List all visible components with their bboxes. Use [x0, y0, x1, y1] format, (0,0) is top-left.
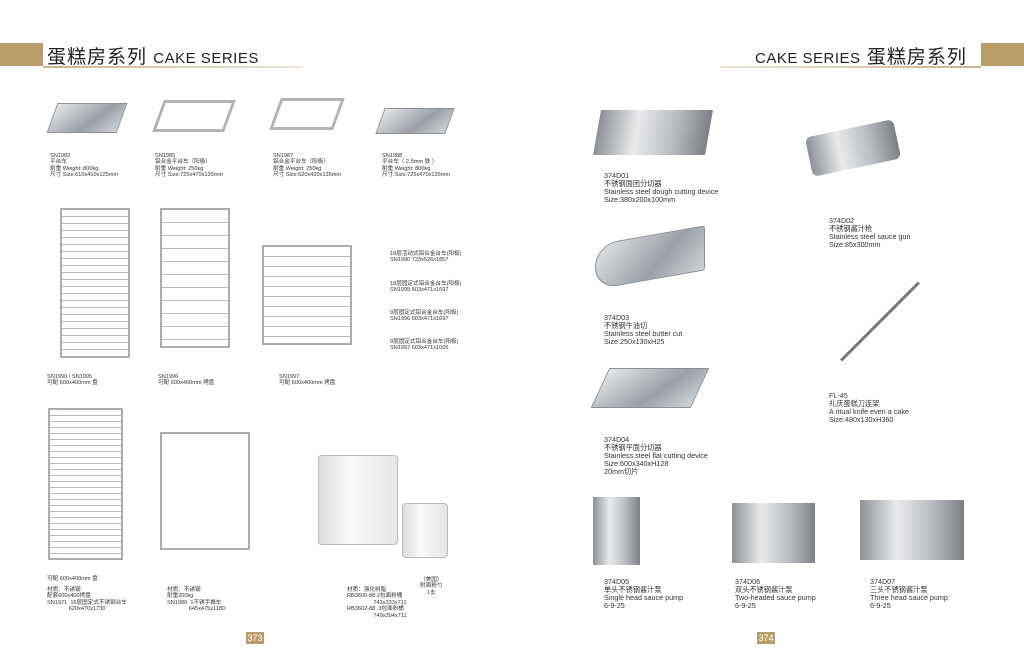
page-number-left: 373: [246, 632, 264, 644]
product-caption-fl45: FL-45 礼庆蛋糕刀连架 A ritual knife even a cake…: [829, 391, 909, 424]
product-image-374d06: [732, 503, 815, 563]
product-caption-374d05: 374D05 单头不锈钢酱汁泵 Single head sauce pump 6…: [604, 577, 684, 610]
product-caption-374d01: 374D01 不锈钢面团分切器 Stainless steel dough cu…: [604, 171, 719, 204]
bottom-caption: 可配 600x400mm 盘: [47, 576, 98, 582]
product-image-sn1990: [60, 208, 130, 358]
product-image-rb3602: [402, 503, 448, 558]
title-cn: 蛋糕房系列: [47, 47, 148, 68]
product-image-374d01: [593, 110, 713, 155]
header-rule-left: [43, 66, 303, 68]
rack-caption: SN1990 / SN1995 可配 600x400mm 盘: [47, 374, 98, 387]
product-caption-374d06: 374D06 双头不锈钢酱汁泵 Two-headed sauce pump 6-…: [735, 577, 816, 610]
rack-caption: SN1996 可配 600x400mm 烤盘: [158, 374, 215, 387]
page-number-right: 374: [757, 632, 775, 644]
bottom-caption: （美国） 附面粉勺 1支: [420, 577, 443, 596]
product-image-sn1985: [152, 100, 236, 132]
rack-spec: 18层固定式铝合金台车(阳极) SN1995 603x471x1697: [390, 281, 462, 294]
title-cn: 蛋糕房系列: [866, 47, 967, 68]
product-image-sn1996: [160, 208, 230, 348]
bottom-caption: 材质：强化树脂 RB3600-88 2包面粉桶 743x333x711 RB36…: [347, 587, 407, 619]
header-rule-right: [720, 66, 981, 68]
header-accent-right: [981, 43, 1024, 66]
product-image-374d04: [590, 368, 710, 408]
product-caption-374d02: 374D02 不锈钢酱汁枪 Stainless steel sauce gun …: [829, 216, 911, 249]
rack-spec: 9层固定式铝合金台车(阳极) SN1997 603x471x1005: [390, 339, 459, 352]
product-image-374d07: [860, 500, 964, 560]
product-image-sn1971: [48, 408, 123, 560]
product-image-fl45: [840, 281, 920, 362]
bottom-caption: 材质：不锈钢 耐重200kg SN1980 1不锈手推车 645x475x118…: [167, 587, 226, 613]
product-image-sn1988: [375, 108, 455, 134]
trolley-caption: SN1985 铝合金平台车（阳极） 耐重 Weight: 250kg 尺寸 Si…: [155, 153, 224, 179]
product-caption-374d04: 374D04 不锈钢平面分切器 Stainless steel flat cut…: [604, 435, 708, 476]
rack-caption: SN1997 可配 600x400mm 烤盘: [279, 374, 336, 387]
title-en: CAKE SERIES: [755, 50, 861, 67]
trolley-caption: SN1987 铝合金平台车（阳极） 耐重 Weight: 250kg 尺寸 Si…: [273, 153, 342, 179]
product-image-374d03: [595, 225, 705, 290]
product-image-374d02: [804, 119, 902, 177]
title-en: CAKE SERIES: [153, 50, 259, 67]
product-caption-374d07: 374D07 三头不锈钢酱汁泵 Three head sauce pump 6-…: [870, 577, 948, 610]
rack-spec: 9层固定式铝合金台车(阳极) SN1996 603x471x1697: [390, 310, 459, 323]
product-image-sn1980: [160, 432, 250, 550]
page-title-left: 蛋糕房系列 CAKE SERIES: [47, 42, 259, 69]
trolley-caption: SN1988 平台车（ 2.5mm 铁 ） 耐重 Weight: 800kg 尺…: [382, 153, 451, 179]
product-image-sn1982: [46, 103, 128, 133]
product-image-sn1987: [269, 98, 345, 130]
bottom-caption: 材质：不锈钢 配套600x400烤盘 SN1971 16层固定式不锈钢台车 62…: [47, 587, 127, 613]
trolley-caption: SN1982 平台车 耐重 Weight: 800kg 尺寸 Size:610x…: [50, 153, 119, 179]
product-image-374d05: [593, 497, 640, 565]
product-image-sn1997: [262, 245, 352, 345]
page-title-right: CAKE SERIES 蛋糕房系列: [755, 42, 967, 69]
product-image-rb3600: [318, 455, 398, 545]
product-caption-374d03: 374D03 不锈钢牛油切 Stainless steel butter cut…: [604, 313, 683, 346]
rack-spec: 18层活动式铝合金台车(阳极) SN1990 723x526x1857: [390, 251, 462, 264]
header-accent-left: [0, 43, 43, 66]
